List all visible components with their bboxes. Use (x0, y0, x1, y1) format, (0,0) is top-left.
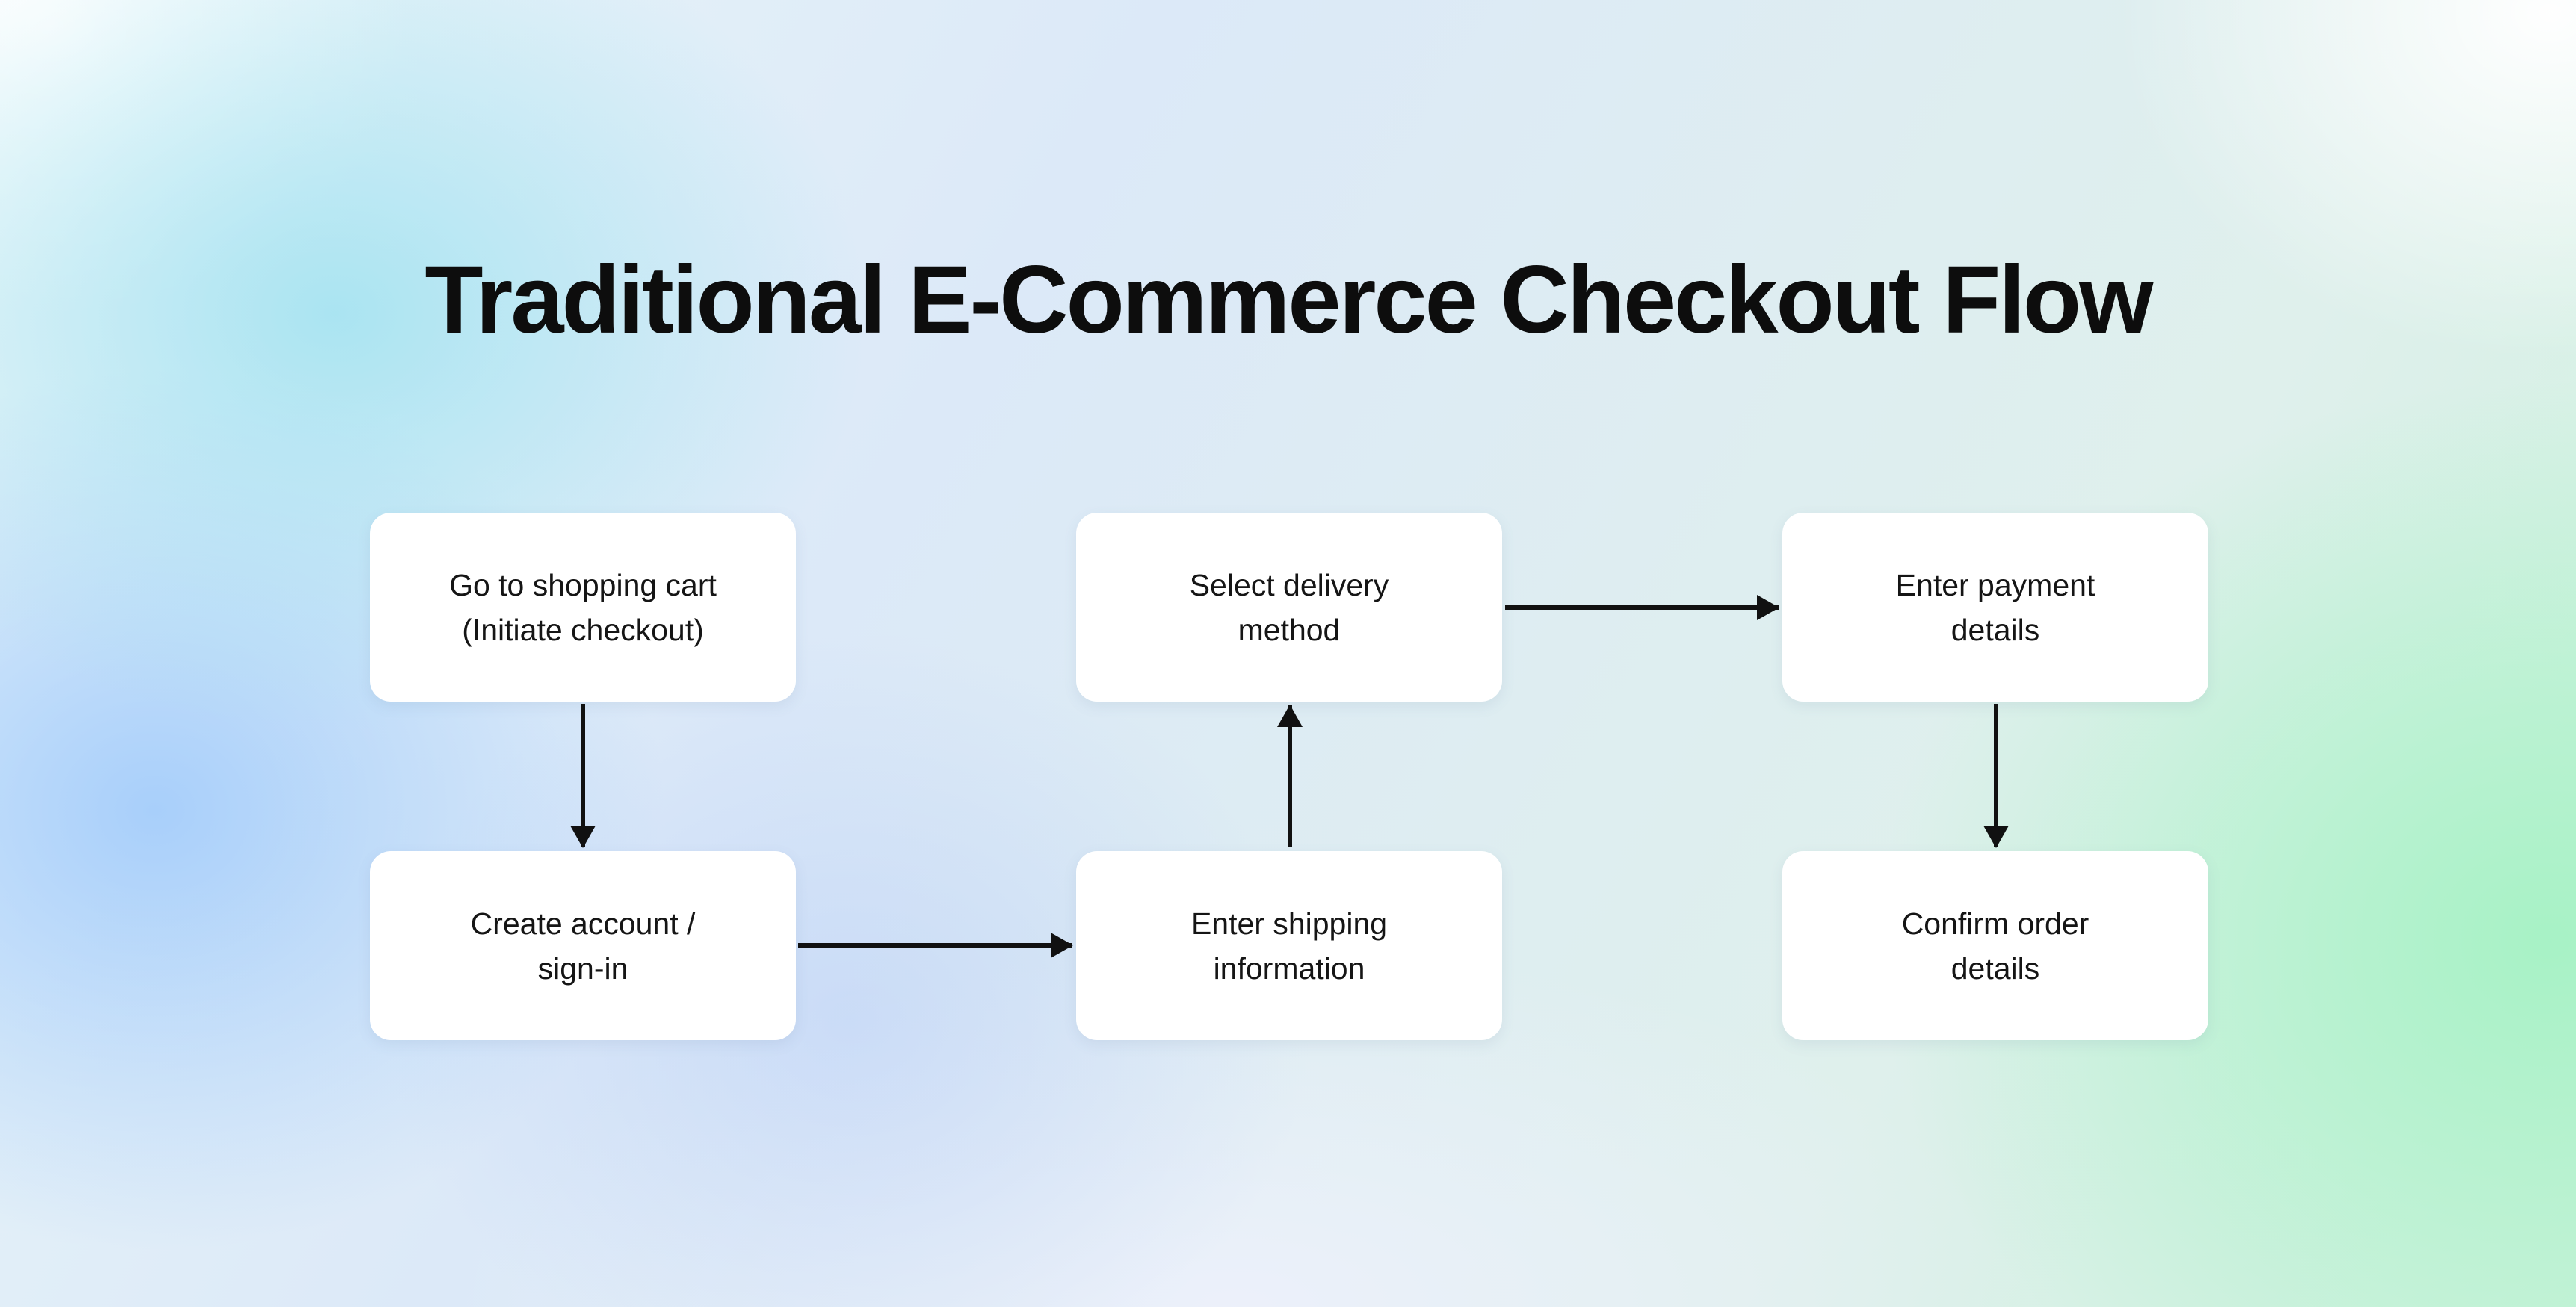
flow-node-create-account-sign-in: Create account / sign-in (370, 851, 796, 1040)
flow-node-label: Go to shopping cart (Initiate checkout) (449, 567, 717, 647)
flow-node-enter-shipping-information: Enter shipping information (1076, 851, 1502, 1040)
flow-node-select-delivery-method: Select delivery method (1076, 513, 1502, 702)
flow-node-label: Enter payment details (1895, 567, 2095, 647)
flow-node-label: Select delivery method (1189, 567, 1389, 647)
flow-node-label: Confirm order details (1901, 906, 2089, 986)
flow-node-label: Enter shipping information (1190, 906, 1388, 986)
flow-node-go-to-shopping-cart: Go to shopping cart (Initiate checkout) (370, 513, 796, 702)
flow-node-enter-payment-details: Enter payment details (1782, 513, 2208, 702)
flow-node-label: Create account / sign-in (470, 906, 696, 986)
page-title: Traditional E-Commerce Checkout Flow (424, 247, 2153, 353)
flow-node-confirm-order-details: Confirm order details (1782, 851, 2208, 1040)
